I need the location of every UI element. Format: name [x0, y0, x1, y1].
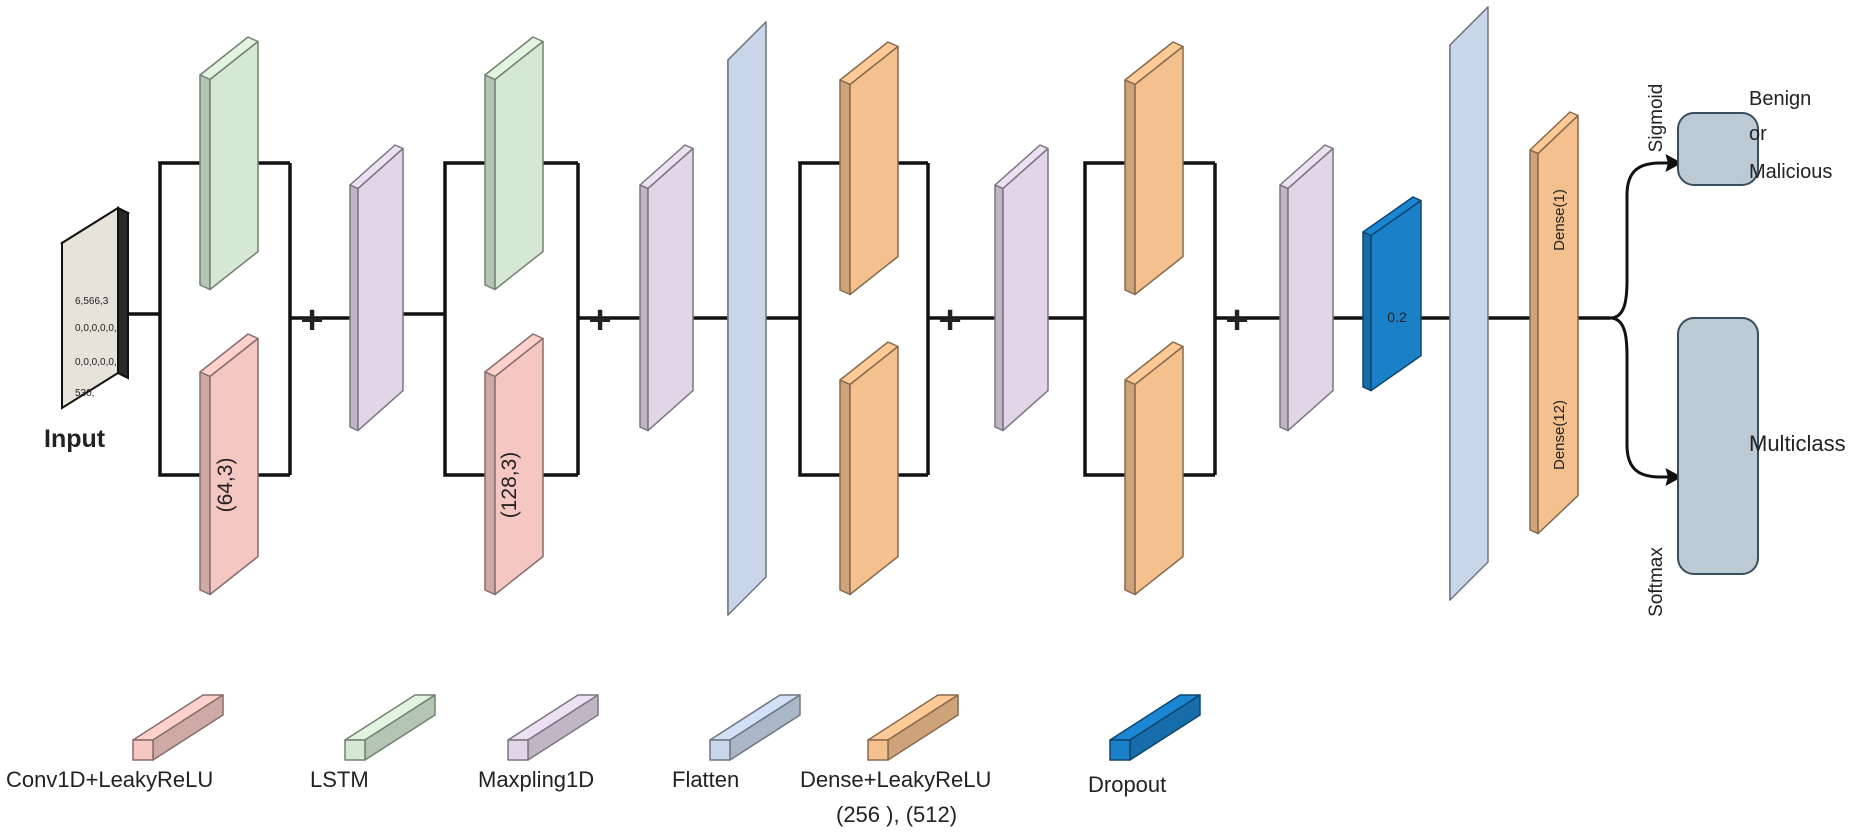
legend-icons — [132, 694, 1201, 761]
dense-block-3 — [1124, 41, 1184, 296]
legend-flatten-label: Flatten — [672, 767, 739, 792]
output-branch-lines — [1609, 161, 1672, 479]
plus-sign-4: + — [1225, 298, 1248, 342]
input-value-3: 0,0,0,0,0, — [75, 357, 117, 368]
binary-label-line3: Malicious — [1749, 161, 1832, 183]
maxpool-block-2 — [639, 144, 694, 432]
dense-top-label: Dense(1) — [1551, 189, 1568, 251]
dense-bottom-label: Dense(12) — [1551, 400, 1568, 470]
plus-sign-2: + — [588, 298, 611, 342]
legend-maxpool-label: Maxpling1D — [478, 767, 594, 792]
input-label: Input — [44, 425, 106, 453]
dense-output-block — [1529, 111, 1579, 535]
binary-label-line1: Benign — [1749, 88, 1811, 110]
multiclass-label: Multiclass — [1749, 431, 1846, 456]
connector-lines — [106, 161, 1610, 477]
maxpool-block-3 — [994, 144, 1049, 432]
lstm-block-1 — [199, 36, 259, 291]
conv1d-block-2 — [484, 333, 544, 596]
legend-dropout-icon — [1109, 694, 1201, 761]
conv1d-block-1 — [199, 333, 259, 596]
conv1-kernel-label: (64,3) — [214, 458, 237, 513]
legend-maxpool-icon — [507, 694, 599, 761]
flatten-block-1 — [727, 21, 767, 616]
sigmoid-arrowhead — [1665, 153, 1683, 173]
plus-sign-3: + — [938, 298, 961, 342]
dense-block-1 — [839, 41, 899, 296]
input-block: 6,566,3 0,0,0,0,0, 0,0,0,0,0, 530, — [59, 206, 131, 410]
flatten-block-2 — [1449, 6, 1489, 601]
dropout-rate-label: 0.2 — [1387, 309, 1407, 325]
dropout-block — [1362, 196, 1422, 392]
legend-lstm-label: LSTM — [310, 767, 369, 792]
layer-blocks — [199, 6, 1579, 616]
dense-block-4 — [1124, 341, 1184, 596]
legend-dropout-label: Dropout — [1088, 772, 1166, 797]
legend-lstm-icon — [344, 694, 436, 761]
binary-label-line2: or — [1749, 123, 1767, 145]
legend-flatten-icon — [709, 694, 801, 761]
multiclass-output-box — [1677, 317, 1759, 575]
lstm-block-2 — [484, 36, 544, 291]
legend-dense-label-line1: Dense+LeakyReLU — [800, 767, 991, 792]
input-value-4: 530, — [75, 388, 94, 399]
maxpool-block-4 — [1279, 144, 1334, 432]
legend-dense-label-line2: (256 ), (512) — [836, 802, 957, 827]
legend-conv-icon — [132, 694, 224, 761]
input-value-2: 0,0,0,0,0, — [75, 323, 117, 334]
plus-sign-1: + — [300, 298, 323, 342]
softmax-arrowhead — [1665, 467, 1683, 487]
softmax-label: Softmax — [1646, 547, 1667, 617]
dense-block-2 — [839, 341, 899, 596]
sigmoid-label: Sigmoid — [1646, 84, 1667, 153]
legend-dense-icon — [867, 694, 959, 761]
input-value-1: 6,566,3 — [75, 296, 109, 307]
legend-conv-label: Conv1D+LeakyReLU — [6, 767, 213, 792]
conv2-kernel-label: (128,3) — [498, 452, 521, 519]
maxpool-block-1 — [349, 144, 404, 432]
binary-output-box — [1677, 112, 1759, 186]
